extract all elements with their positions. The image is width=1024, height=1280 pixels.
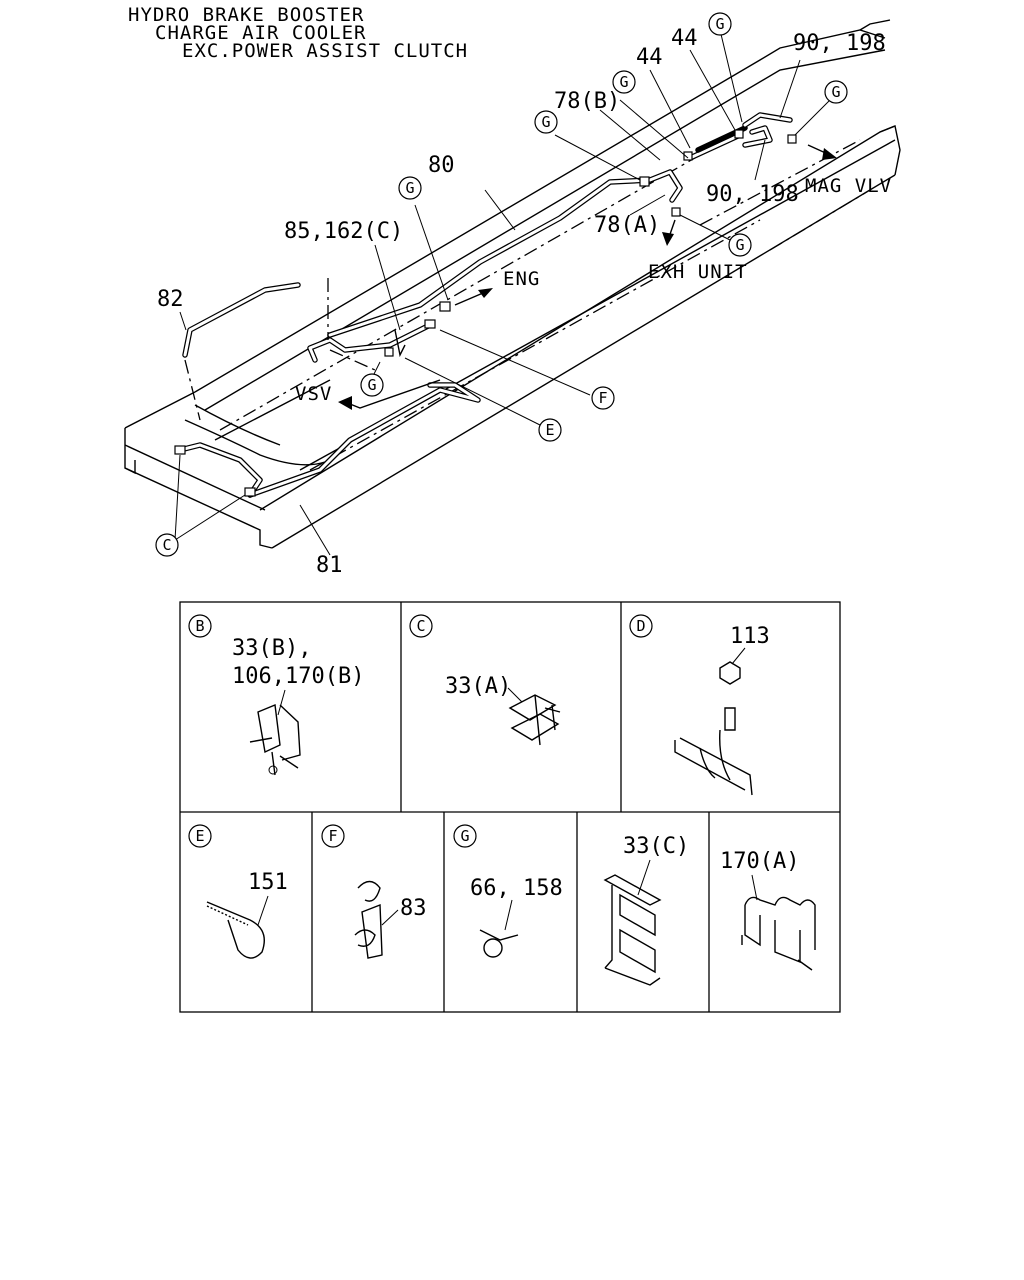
direction-arrows <box>338 144 837 410</box>
pipe-85 <box>307 322 433 363</box>
dest-exh-unit: EXH UNIT <box>648 261 748 283</box>
label-44-a: 44 <box>636 45 663 70</box>
detail-g-letter: G <box>460 827 469 845</box>
header-line-2: CHARGE AIR COOLER <box>155 22 366 44</box>
label-90-198-top: 90, 198 <box>793 31 886 56</box>
dash-guide-82 <box>184 359 201 421</box>
svg-text:G: G <box>715 15 724 33</box>
svg-text:G: G <box>831 83 840 101</box>
dest-mag-vlv: MAG VLV <box>805 175 892 197</box>
label-81: 81 <box>316 553 343 578</box>
part-labels: 82 80 81 85,162(C) 78(B) 78(A) 44 44 90,… <box>157 26 886 578</box>
clamp-markers <box>174 129 797 497</box>
detail-170a-label: 170(A) <box>720 849 799 874</box>
pipe-82 <box>182 282 301 358</box>
svg-text:C: C <box>162 536 171 554</box>
detail-d-letter: D <box>636 617 645 635</box>
pipe-81 <box>177 382 481 498</box>
leader-lines <box>174 29 831 556</box>
destination-labels: ENG VSV EXH UNIT MAG VLV <box>295 175 892 405</box>
svg-text:F: F <box>598 389 607 407</box>
callout-g-6: G <box>728 233 752 257</box>
label-82: 82 <box>157 287 184 312</box>
detail-c-letter: C <box>416 617 425 635</box>
callout-g-1: G <box>398 176 422 200</box>
detail-b-label-1: 33(B), <box>232 636 311 661</box>
svg-text:G: G <box>367 376 376 394</box>
callout-g-7: G <box>360 373 384 397</box>
label-80: 80 <box>428 153 455 178</box>
header-line-3: EXC.POWER ASSIST CLUTCH <box>182 40 468 62</box>
detail-g-label: 66, 158 <box>470 876 563 901</box>
detail-b-letter: B <box>195 617 204 635</box>
detail-d: D 113 <box>629 614 770 796</box>
callout-f: F <box>591 386 615 410</box>
detail-c: C 33(A) <box>409 614 561 746</box>
detail-c-label: 33(A) <box>445 674 511 699</box>
dest-eng: ENG <box>503 268 540 290</box>
detail-g: G 66, 158 <box>453 824 563 958</box>
header-line-1: HYDRO BRAKE BOOSTER <box>128 4 364 26</box>
detail-b: B 33(B), 106,170(B) <box>188 614 364 776</box>
svg-text:E: E <box>545 421 554 439</box>
svg-text:G: G <box>405 179 414 197</box>
callout-g-2: G <box>534 110 558 134</box>
callout-g-5: G <box>824 80 848 104</box>
detail-e: E 151 <box>188 824 288 959</box>
label-85-162c: 85,162(C) <box>284 219 403 244</box>
detail-33c: 33(C) <box>603 834 689 986</box>
dest-vsv: VSV <box>295 383 332 405</box>
detail-33c-label: 33(C) <box>623 834 689 859</box>
callout-e: E <box>538 418 562 442</box>
callout-g-3: G <box>612 70 636 94</box>
detail-f-letter: F <box>328 827 337 845</box>
detail-b-label-2: 106,170(B) <box>232 664 364 689</box>
detail-grid <box>179 601 841 1013</box>
callouts: G G G G G G G F <box>155 12 848 557</box>
label-90-198-bottom: 90, 198 <box>706 182 799 207</box>
svg-text:G: G <box>541 113 550 131</box>
pipe-90 <box>742 112 793 148</box>
detail-d-label: 113 <box>730 624 770 649</box>
detail-f-label: 83 <box>400 896 427 921</box>
detail-f: F 83 <box>321 824 427 959</box>
label-44-b: 44 <box>671 26 698 51</box>
detail-e-letter: E <box>195 827 204 845</box>
callout-c: C <box>155 533 179 557</box>
detail-170a: 170(A) <box>720 849 816 971</box>
svg-text:G: G <box>619 73 628 91</box>
diagram-header: HYDRO BRAKE BOOSTER CHARGE AIR COOLER EX… <box>128 4 468 62</box>
dash-guide-g <box>329 349 376 371</box>
callout-g-4: G <box>708 12 732 36</box>
svg-text:G: G <box>735 236 744 254</box>
label-78b: 78(B) <box>554 89 620 114</box>
pipe-80 <box>327 169 683 338</box>
detail-e-label: 151 <box>248 870 288 895</box>
label-78a: 78(A) <box>594 213 660 238</box>
